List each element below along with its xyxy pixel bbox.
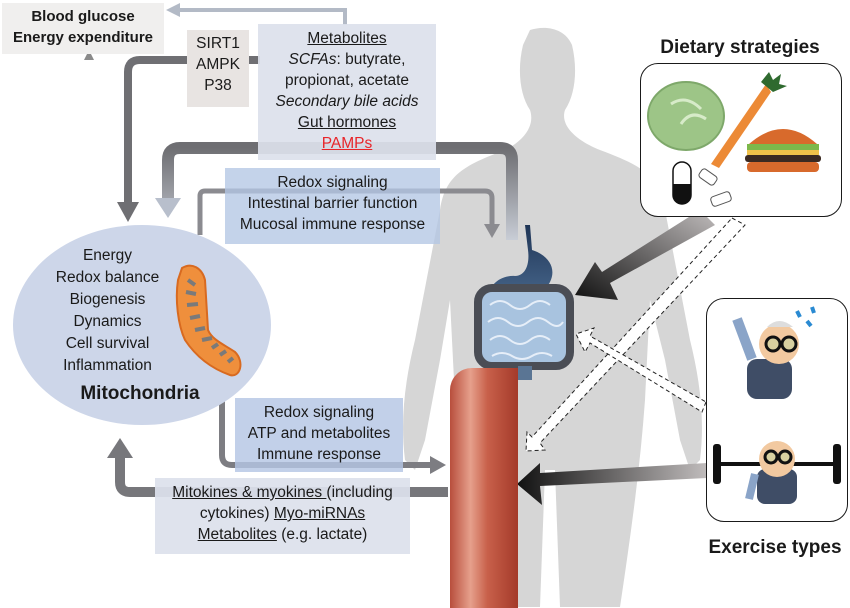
pill-icon [710,191,732,207]
arrow-exercise-to-muscle [517,463,707,505]
mito-item: Redox balance [55,269,160,286]
arrow-to-blood-glucose [178,8,347,25]
food-icons [647,72,821,207]
including-text: (including [326,484,393,501]
atp-metabolites-label: ATP and metabolites [247,425,391,442]
dietary-strategies-panel [640,63,842,217]
p38-label: P38 [204,77,232,94]
carrot-icon [711,84,771,168]
mito-item: Cell survival [65,335,150,352]
ampk-label: AMPK [196,56,240,73]
arrow-diet-to-muscle-dashed [525,217,746,452]
running-person-icon [732,306,816,399]
gut-metabolites-box: Metabolites SCFAs: butyrate, propionat, … [258,24,436,160]
scfa-label: SCFAs [288,51,337,68]
scfa-line: SCFAs: butyrate, [258,49,436,70]
arrow-signaling-to-mito [124,56,260,205]
metabolites-heading: Metabolites [307,30,387,47]
blood-glucose-label: Blood glucose [31,8,135,25]
arrow-exercise-to-gut-dashed [575,327,707,413]
mitochondria-function-list: Energy Redox balance Biogenesis Dynamics… [40,245,175,377]
myokines-line1: Mitokines & myokines (including [155,482,410,503]
mito-item: Inflammation [63,357,152,374]
exercise-types-title: Exercise types [708,537,842,558]
exercise-types-panel [706,298,848,522]
exercise-icons [713,306,841,504]
gut-mito-signaling-box: Redox signaling Intestinal barrier funct… [225,168,440,244]
pill-icon [698,168,718,186]
weightlifting-person-icon [713,441,841,504]
signaling-box: SIRT1 AMPK P38 [187,30,249,107]
myokines-box: Mitokines & myokines (including cytokine… [155,478,410,554]
scfa-text: : butyrate, [336,51,406,68]
mito-item: Biogenesis [69,291,146,308]
myokines-label: Mitokines & myokines [172,484,327,501]
redox-signaling-label: Redox signaling [277,174,388,191]
mito-item: Dynamics [73,313,142,330]
mito-item: Energy [82,247,133,264]
metabolites-label: Metabolites [197,526,277,543]
intestinal-barrier-label: Intestinal barrier function [247,195,418,212]
myokines-line2: cytokines) Myo-miRNAs [155,503,410,524]
myo-mirnas-label: Myo-miRNAs [273,505,366,522]
redox-signaling-label: Redox signaling [263,404,375,421]
arrow-diet-to-gut [575,210,715,300]
immune-response-label: Immune response [256,446,382,463]
dietary-strategies-title: Dietary strategies [660,37,820,58]
scfa-list: propionat, acetate [284,72,410,89]
bile-acids-label: Secondary bile acids [275,93,419,110]
lactate-text: (e.g. lactate) [276,526,368,543]
pamps-label: PAMPs [321,135,373,152]
arrow-mito-to-muscle [219,385,432,468]
arrowhead [166,3,180,17]
mucosal-immune-label: Mucosal immune response [239,216,426,233]
arrow-muscle-to-mito [115,455,448,497]
cytokines-text: cytokines) [199,505,274,522]
sirt1-label: SIRT1 [196,35,240,52]
mitochondria-title: Mitochondria [80,383,200,404]
mitochondria-ellipse [13,225,271,425]
muscle-illustration [450,368,518,608]
energy-expenditure-label: Energy expenditure [12,29,154,46]
muscle-mito-signaling-box: Redox signaling ATP and metabolites Immu… [235,398,403,472]
cabbage-icon [647,81,725,151]
gut-hormones-label: Gut hormones [297,114,397,131]
blood-glucose-box: Blood glucose Energy expenditure [2,3,164,54]
burger-icon [745,129,821,172]
myokines-line3: Metabolites (e.g. lactate) [155,524,410,545]
